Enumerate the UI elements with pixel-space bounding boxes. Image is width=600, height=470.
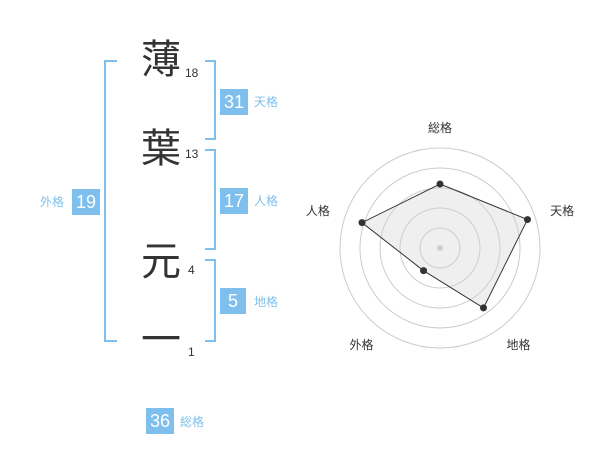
name-char-4: 一	[141, 317, 181, 363]
radar-point-5	[358, 219, 366, 227]
radar-axis-label-3: 地格	[507, 337, 531, 352]
stroke-count-1: 18	[185, 66, 199, 80]
radar-axis-label-2: 天格	[550, 203, 574, 218]
chikaku-value: 5	[220, 288, 246, 314]
radar-point-3	[479, 304, 487, 312]
tenkaku-bracket	[205, 60, 216, 140]
name-char-2: 葉	[141, 126, 181, 172]
radar-ring-5	[339, 147, 541, 349]
stroke-count-3: 4	[188, 263, 195, 277]
stroke-count-4: 1	[188, 345, 195, 359]
radar-ring-3	[379, 187, 501, 309]
radar-ring-1	[419, 227, 461, 269]
radar-axis-label-1: 総格	[428, 120, 452, 135]
soukaku-value: 36	[146, 408, 174, 434]
radar-point-1	[436, 180, 444, 188]
radar-ring-4	[359, 167, 521, 329]
name-char-1: 薄	[141, 37, 181, 83]
jinkaku-label: 人格	[254, 194, 279, 208]
bracket-lines	[104, 60, 216, 342]
tenkaku-label: 天格	[254, 95, 279, 109]
name-char-3: 元	[141, 239, 181, 285]
chikaku-label: 地格	[254, 295, 279, 309]
chikaku-bracket	[205, 259, 216, 342]
gaikaku-bracket	[104, 60, 117, 342]
tenkaku-value: 31	[220, 89, 248, 115]
radar-area	[361, 183, 529, 309]
radar-axis-label-5: 人格	[306, 203, 330, 218]
stroke-count-2: 13	[185, 147, 199, 161]
radar-axis-label-4: 外格	[349, 337, 373, 352]
radar-point-2	[523, 216, 531, 224]
gaikaku-label: 外格	[40, 195, 65, 209]
jinkaku-bracket	[205, 149, 216, 250]
radar-ring-2	[399, 207, 481, 289]
jinkaku-value: 17	[220, 188, 248, 214]
gaikaku-value: 19	[72, 189, 100, 215]
radar-point-4	[420, 267, 428, 275]
radar-center	[437, 245, 443, 251]
soukaku-label: 総格	[180, 415, 205, 429]
